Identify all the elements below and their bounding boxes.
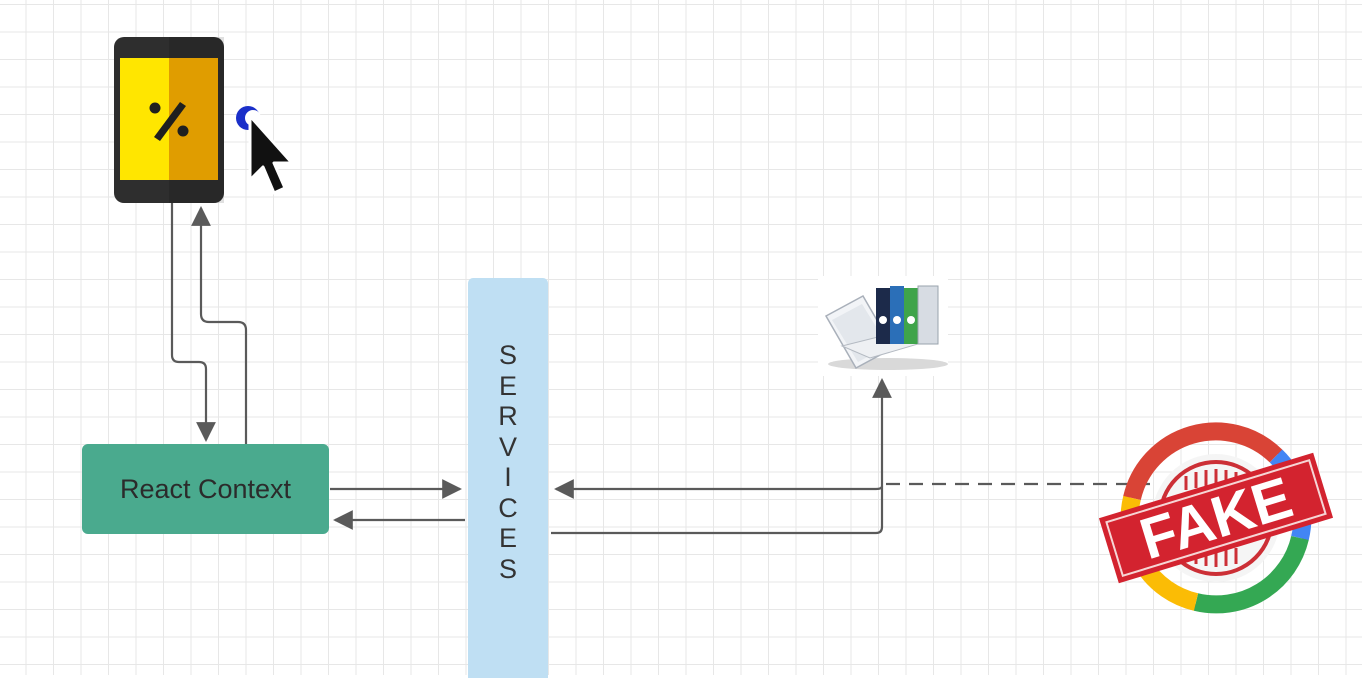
context-to-phone-connector[interactable] <box>191 206 248 444</box>
storage-to-services-connector[interactable] <box>554 479 884 499</box>
services-label-text: SERVICES <box>498 340 518 584</box>
react-context-node[interactable]: React Context <box>82 444 329 534</box>
react-context-label: React Context <box>119 473 292 504</box>
services-node[interactable]: SERVICES <box>468 278 548 678</box>
mouse-pointer-icon <box>232 100 312 210</box>
fake-stamp-icon[interactable]: FAKE <box>1096 414 1336 614</box>
services-label: SERVICES <box>468 340 548 584</box>
services-to-storage-connector[interactable] <box>551 378 892 535</box>
phone-to-context-connector[interactable] <box>170 202 216 442</box>
mobile-phone-percent-icon[interactable] <box>110 34 230 206</box>
binders-folders-icon[interactable] <box>818 276 948 376</box>
